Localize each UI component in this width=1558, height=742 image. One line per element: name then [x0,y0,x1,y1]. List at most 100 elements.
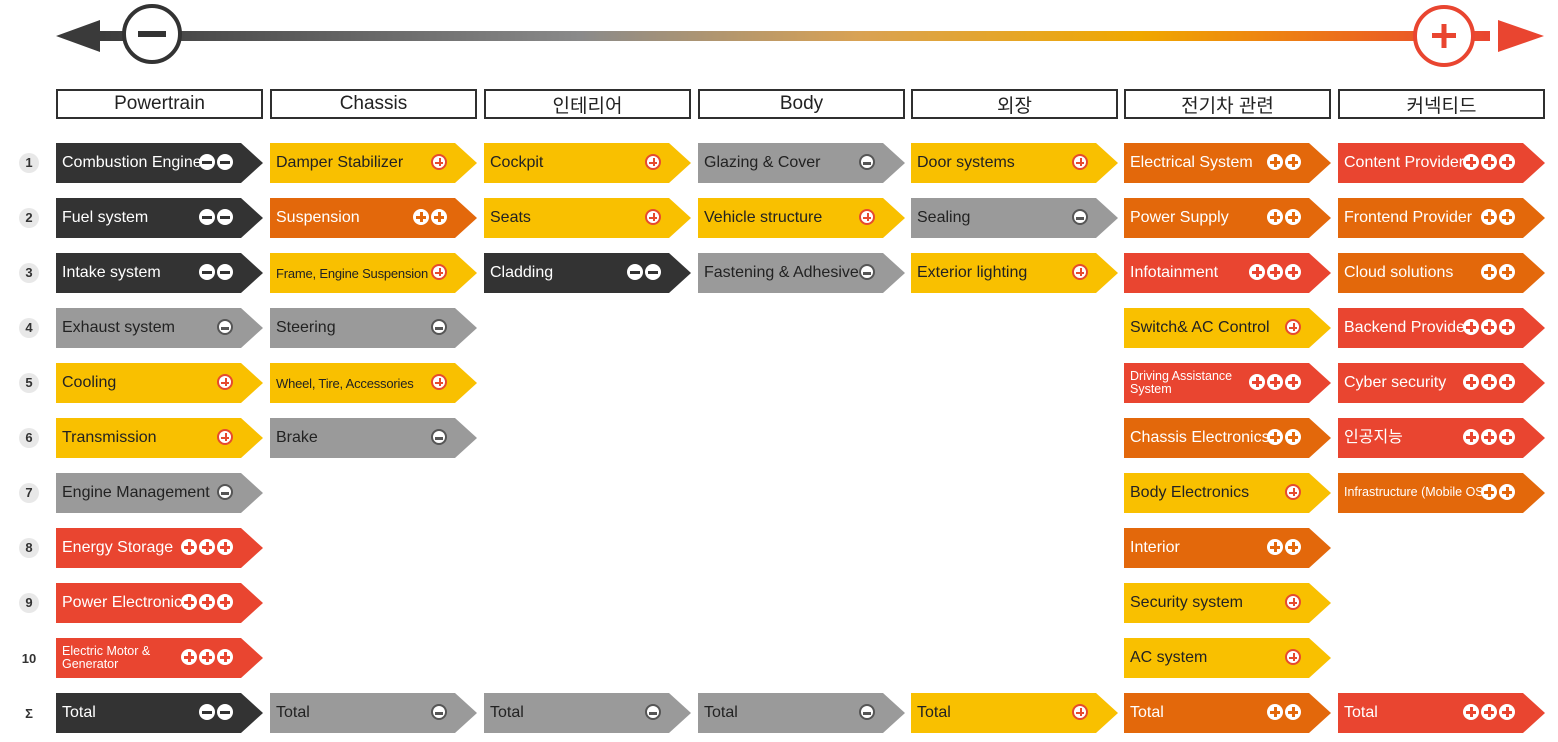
category-label: Security system [1130,594,1243,611]
category-cell: Total [911,693,1118,733]
plus-circle-icon [1499,429,1515,445]
impact-rating [1463,374,1515,390]
plus-circle-icon [1285,484,1301,500]
minus-circle-icon [217,154,233,170]
category-cell: Cladding [484,253,691,293]
plus-circle-icon [181,539,197,555]
category-cell: Interior [1124,528,1331,568]
category-cell: Damper Stabilizer [270,143,477,183]
category-label: Energy Storage [62,539,174,556]
plus-circle-icon [1285,374,1301,390]
category-label: Body Electronics [1130,484,1250,501]
minus-circle-icon [645,264,661,280]
category-cell: Backend Provider [1338,308,1545,348]
plus-circle-icon [1481,154,1497,170]
impact-rating [1481,209,1515,225]
category-cell: Security system [1124,583,1331,623]
category-cell: Switch& AC Control [1124,308,1331,348]
impact-rating [1072,704,1088,720]
category-label: Total [62,704,96,721]
category-cell: Content Provider [1338,143,1545,183]
plus-circle-icon [217,374,233,390]
category-label: Wheel, Tire, Accessories [276,375,414,391]
impact-scale [56,4,1544,67]
impact-rating [1285,594,1301,610]
impact-rating [1463,429,1515,445]
column-header: 인테리어 [484,89,691,119]
plus-circle-icon [1499,484,1515,500]
category-cell: Infotainment [1124,253,1331,293]
category-cell: Total [270,693,477,733]
plus-circle-icon [1072,704,1088,720]
impact-rating [1463,704,1515,720]
category-cell: Body Electronics [1124,473,1331,513]
plus-circle-icon [1285,209,1301,225]
category-label: Steering [276,319,336,336]
category-cell: Intake system [56,253,263,293]
plus-circle-icon [1499,704,1515,720]
row-number-label: Σ [25,705,33,721]
plus-circle-icon [1249,264,1265,280]
plus-circle-icon [217,649,233,665]
minus-circle-icon [122,4,182,64]
plus-circle-icon [1285,704,1301,720]
plus-circle-icon [1285,264,1301,280]
plus-circle-icon [1481,319,1497,335]
impact-rating [181,594,233,610]
column-header: Powertrain [56,89,263,119]
plus-circle-icon [859,209,875,225]
plus-circle-icon [1413,5,1475,67]
minus-circle-icon [199,154,215,170]
column-header: 외장 [911,89,1118,119]
category-cell: Total [56,693,263,733]
impact-rating [1481,484,1515,500]
impact-rating [431,319,447,335]
row-number: 6 [16,428,42,448]
category-cell: Steering [270,308,477,348]
category-cell: Cockpit [484,143,691,183]
minus-circle-icon [431,319,447,335]
plus-circle-icon [1499,154,1515,170]
row-number-label: 6 [19,428,39,448]
plus-circle-icon [1285,594,1301,610]
category-label: Engine Management [62,484,210,501]
plus-circle-icon [181,649,197,665]
plus-circle-icon [1481,374,1497,390]
category-cell: Wheel, Tire, Accessories [270,363,477,403]
impact-rating [1285,649,1301,665]
category-cell: Electrical System [1124,143,1331,183]
plus-circle-icon [1481,209,1497,225]
plus-circle-icon [1267,429,1283,445]
plus-circle-icon [431,154,447,170]
plus-circle-icon [1499,319,1515,335]
category-cell: Infrastructure (Mobile OS) [1338,473,1545,513]
category-label: AC system [1130,649,1208,666]
plus-circle-icon [1267,704,1283,720]
impact-rating [217,484,233,500]
minus-circle-icon [199,704,215,720]
category-cell: Total [1338,693,1545,733]
minus-circle-icon [859,264,875,280]
impact-rating [181,649,233,665]
minus-circle-icon [199,209,215,225]
row-number: Σ [16,703,42,723]
category-cell: 인공지능 [1338,418,1545,458]
minus-circle-icon [859,154,875,170]
category-cell: Combustion Engine [56,143,263,183]
category-cell: Transmission [56,418,263,458]
category-cell: Driving Assistance System [1124,363,1331,403]
row-number-label: 8 [19,538,39,558]
category-label: Cooling [62,374,117,391]
impact-rating [859,154,875,170]
category-label: Content Provider [1344,154,1465,171]
impact-rating [199,209,233,225]
column-header: 커넥티드 [1338,89,1545,119]
plus-circle-icon [199,539,215,555]
plus-circle-icon [413,209,429,225]
row-number-label: 5 [19,373,39,393]
category-cell: Brake [270,418,477,458]
row-number: 1 [16,153,42,173]
impact-rating [431,704,447,720]
category-cell: Vehicle structure [698,198,905,238]
plus-circle-icon [199,649,215,665]
